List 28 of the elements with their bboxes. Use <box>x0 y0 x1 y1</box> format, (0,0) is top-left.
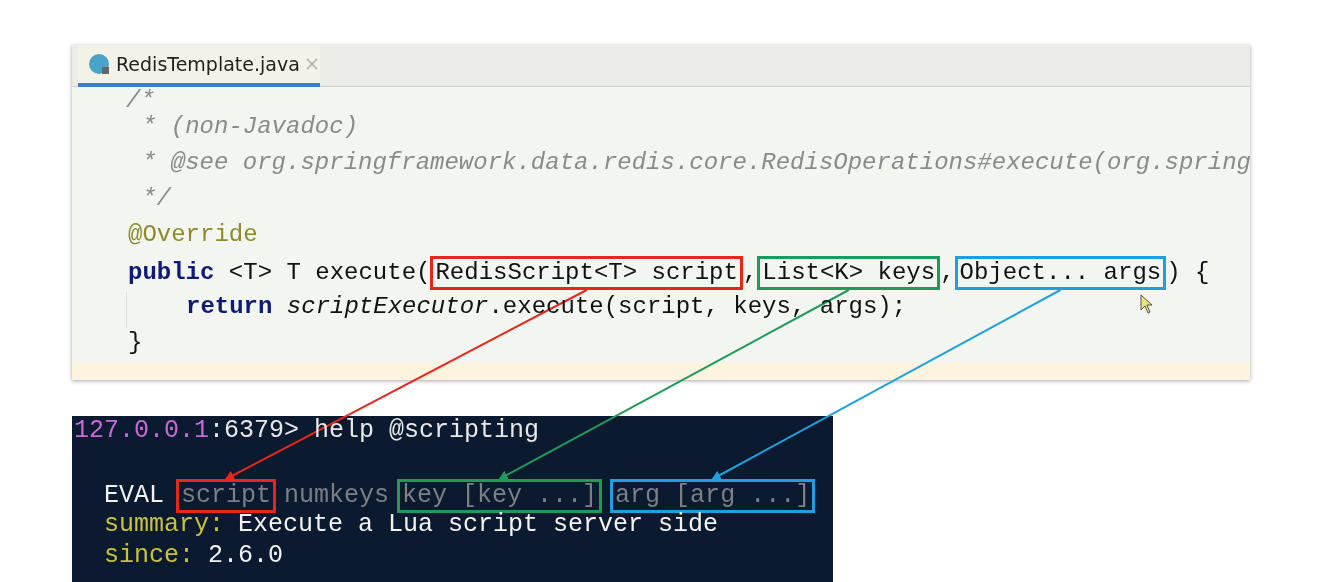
code-line: public <T> T execute( <box>128 258 431 288</box>
code-line: } <box>128 328 143 358</box>
file-tab-title: RedisTemplate.java <box>116 53 300 75</box>
highlight-box: arg [arg ...] <box>610 479 816 513</box>
code-comment: */ <box>142 184 171 214</box>
code-punctuation: , <box>940 258 955 288</box>
terminal-text: 2.6.0 <box>208 541 284 571</box>
code-comment: * @see org.springframework.data.redis.core.RedisOperations#execute(org.spring <box>142 148 1251 178</box>
arrow <box>711 289 1062 480</box>
arrow <box>498 289 850 480</box>
arrow <box>225 289 588 480</box>
code-comment: * (non-Javadoc) <box>142 112 359 142</box>
highlight-box: RedisScript<T> script <box>430 256 743 290</box>
code-punctuation: , <box>742 258 758 288</box>
highlight-box: Object... args <box>954 256 1167 290</box>
terminal-text: EVAL <box>104 481 164 511</box>
terminal-key: since: <box>104 541 194 571</box>
terminal-text: numkeys <box>284 481 390 511</box>
terminal-host: 127.0.0.1 <box>74 416 210 446</box>
annotation-code: @Override <box>128 220 258 250</box>
terminal-command: :6379> help @scripting <box>209 416 540 446</box>
terminal-key: summary: <box>104 510 225 540</box>
highlight-box: script <box>176 479 277 513</box>
code-line: ) { <box>1166 258 1210 288</box>
highlight-box: key [key ...] <box>397 479 603 513</box>
highlight-box: List<K> keys <box>757 256 941 290</box>
code-comment: /* <box>126 86 155 115</box>
terminal-text: Execute a Lua script server side <box>238 510 719 540</box>
